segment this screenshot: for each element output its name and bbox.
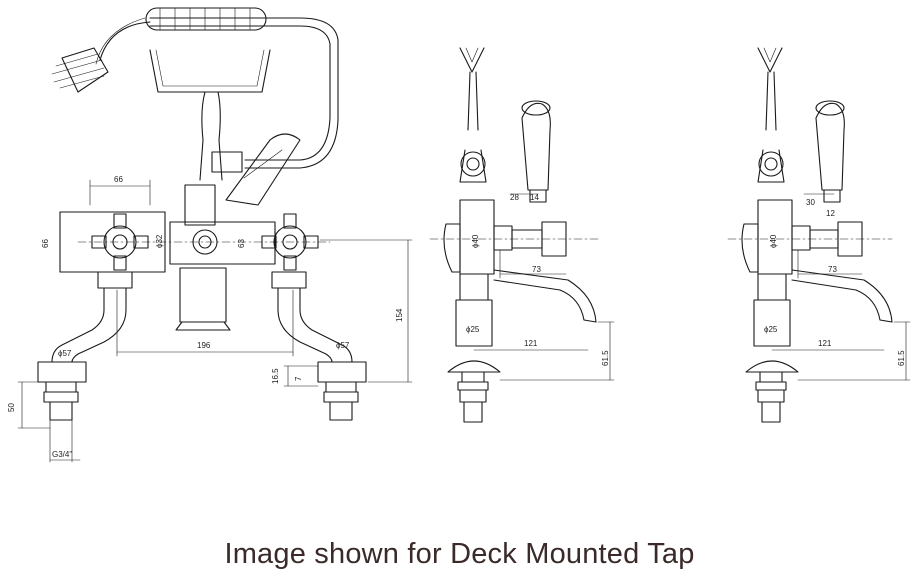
side-view-2: 30 12 ϕ40 73 ϕ25 121 61.5 [727, 47, 911, 423]
lever-handle-1 [521, 100, 551, 203]
dim-label: 28 [510, 193, 519, 202]
dim-label-diam-57-left: ϕ57 [58, 349, 72, 358]
side-view-1: 28 14 ϕ40 73 ϕ25 121 61.5 [429, 47, 615, 423]
dim-label: 12 [826, 209, 835, 218]
dim-label: 196 [197, 341, 211, 350]
shower-hose [95, 17, 339, 169]
shower-rose [51, 47, 109, 93]
dim-centres: 196 [116, 289, 294, 357]
dim-label: ϕ40 [769, 234, 778, 248]
dim-label: 30 [806, 198, 815, 207]
dims-side-1: 28 14 ϕ40 73 ϕ25 121 61.5 [466, 193, 615, 381]
dim-label: 14 [530, 193, 539, 202]
dim-label: 73 [828, 265, 837, 274]
dim-label: 121 [818, 339, 832, 348]
dim-label: 73 [532, 265, 541, 274]
dim-thread: G3/4" [49, 419, 81, 463]
dim-label: ϕ25 [466, 325, 480, 334]
caption: Image shown for Deck Mounted Tap [224, 538, 695, 570]
dims-side-2: 30 12 ϕ40 73 ϕ25 121 61.5 [764, 193, 911, 381]
leg-right [271, 271, 367, 421]
dim-label: 61.5 [897, 350, 906, 366]
lever-handle-2 [815, 100, 845, 203]
tap-body [59, 184, 276, 331]
dim-label: G3/4" [52, 450, 72, 459]
front-view: 66 [7, 7, 413, 463]
cross-handle-left [91, 213, 149, 271]
dim-label: 66 [114, 175, 123, 184]
dim-label-diam-32: ϕ32 [155, 234, 164, 248]
dim-deck-gap: 16.5 7 [271, 365, 319, 387]
dim-label-diam-57-right: ϕ57 [336, 341, 350, 350]
dim-label: 154 [395, 308, 404, 322]
dim-height: 154 [319, 239, 413, 383]
dim-label: 16.5 [271, 368, 280, 384]
diverter-lever [211, 133, 301, 206]
dim-label: ϕ25 [764, 325, 778, 334]
dim-label: ϕ40 [471, 234, 480, 248]
dim-label-nut: 7 [294, 376, 303, 381]
shower-handset [145, 7, 267, 31]
dim-label-diam-63: 63 [237, 239, 246, 248]
dim-label: 121 [524, 339, 538, 348]
leg-left [37, 271, 133, 421]
dim-hand-width: 66 [89, 175, 151, 206]
dim-label: 61.5 [601, 350, 610, 366]
handset-cradle [149, 49, 271, 181]
dim-label: 50 [7, 403, 16, 412]
dim-label: 66 [41, 239, 50, 248]
dim-tail: 50 [7, 381, 51, 429]
dim-body-height: 66 [41, 211, 61, 273]
technical-drawing: 66 [7, 7, 911, 463]
